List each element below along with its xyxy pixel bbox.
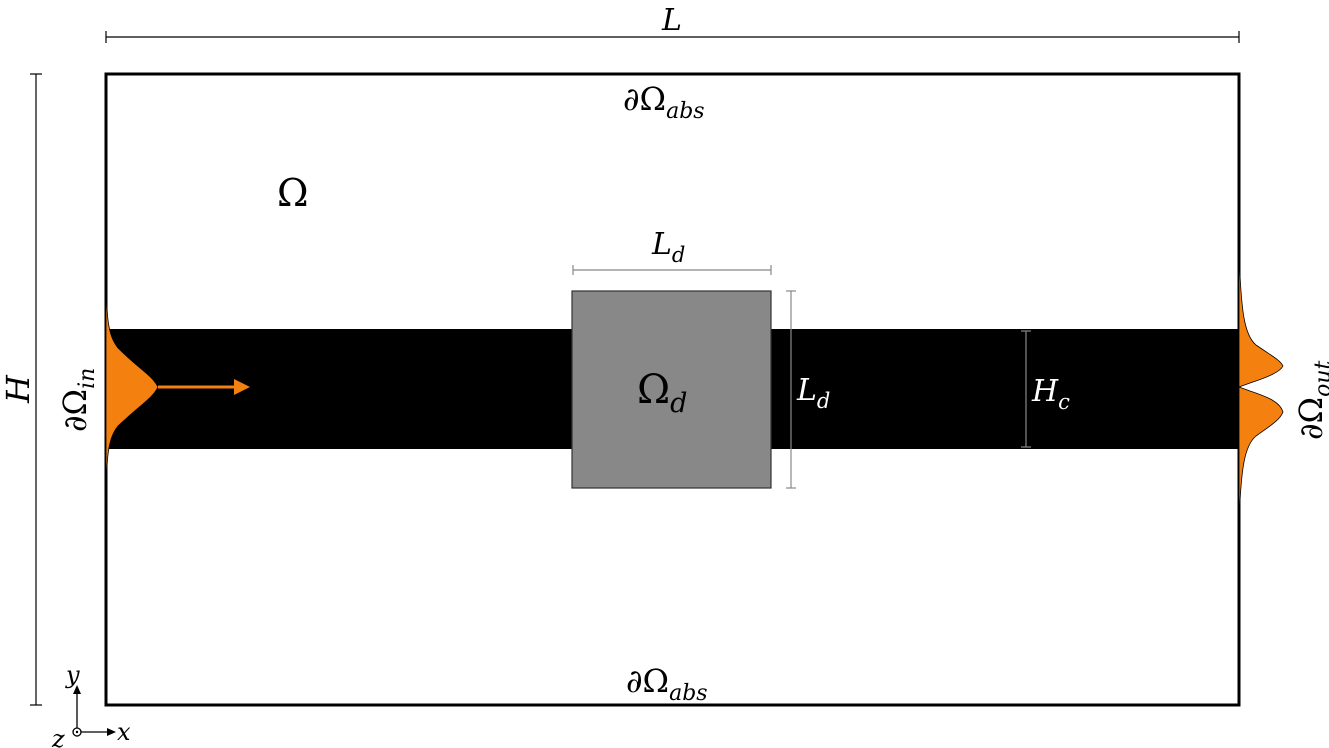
outlet-mode-profile — [1237, 251, 1284, 523]
x-axis-arrowhead — [107, 728, 116, 736]
z-axis-dot — [75, 730, 79, 734]
design-region-label: Ωd — [637, 367, 687, 419]
length-dimension — [105, 31, 1240, 43]
coordinate-axes — [72, 685, 116, 737]
design-height-dimension — [786, 290, 796, 489]
inlet-source-profile — [105, 261, 159, 513]
design-height-label: Ld — [796, 373, 830, 413]
domain-label: Ω — [277, 171, 309, 215]
axis-x-label: x — [117, 718, 131, 746]
height-label: H — [0, 374, 37, 404]
absorbing-boundary-top-label: ∂Ωabs — [623, 80, 705, 124]
design-region — [571, 290, 772, 489]
height-dimension — [30, 73, 42, 706]
design-width-label: Ld — [651, 227, 685, 267]
length-label: L — [661, 3, 682, 38]
y-axis-arrowhead — [73, 685, 81, 694]
propagation-arrow — [158, 379, 250, 395]
outlet-boundary-label: ∂Ωout — [1292, 361, 1329, 440]
axis-y-label: y — [65, 661, 80, 689]
inlet-boundary-label: ∂Ωin — [56, 368, 100, 432]
absorbing-boundary-bottom-label: ∂Ωabs — [626, 662, 708, 706]
axis-z-label: z — [51, 725, 65, 748]
channel-height-label: Hc — [1031, 374, 1070, 414]
design-width-dimension — [572, 265, 772, 275]
channel-height-dimension — [1021, 330, 1031, 448]
